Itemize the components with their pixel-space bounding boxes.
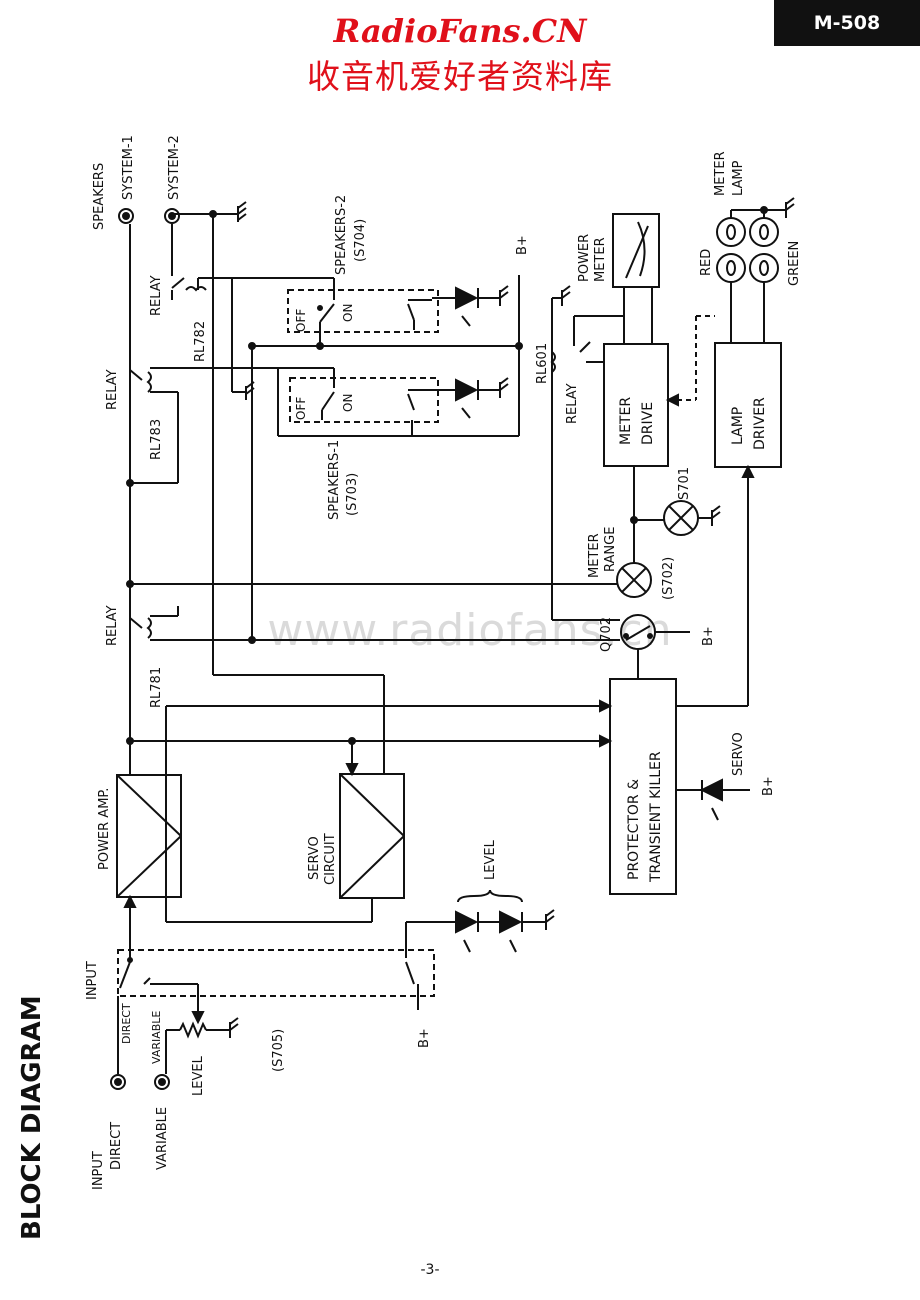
- speaker-terminals: SPEAKERS SYSTEM-1 SYSTEM-2: [92, 135, 182, 230]
- s702-label: (S702): [661, 557, 676, 600]
- meter-drive-label-2: DRIVE: [640, 402, 656, 445]
- watermark-title: RadioFans.CN: [333, 12, 587, 50]
- input-jack-label-1: INPUT: [91, 1151, 106, 1190]
- servo-circuit-block: SERVO CIRCUIT: [307, 773, 405, 899]
- model-number-tag: M-508: [774, 0, 920, 46]
- s704-on-label: ON: [341, 304, 355, 322]
- rl601-label: RL601: [535, 343, 550, 384]
- meter-range-label-1: METER: [587, 533, 602, 578]
- servo-circuit-label-1: SERVO: [307, 836, 322, 880]
- bplus-q702-label: B+: [701, 626, 716, 646]
- watermark-subtitle: 收音机爱好者资料库: [307, 57, 613, 96]
- servo-led: [676, 778, 750, 821]
- speakers1-switch: OFF ON SPEAKERS-1 (S703): [277, 367, 519, 520]
- meter-lamp-label-2: LAMP: [731, 160, 746, 196]
- ground-symbol: [237, 201, 247, 222]
- power-meter-label-1: POWER: [577, 234, 592, 282]
- protector-label-2: TRANSIENT KILLER: [648, 751, 664, 883]
- bplus-input-label: B+: [417, 1028, 432, 1048]
- meter-drive-block: METER DRIVE: [603, 343, 669, 467]
- speakers2-switch: OFF ON SPEAKERS-2 (S704): [287, 195, 439, 346]
- protector-block: PROTECTOR & TRANSIENT KILLER: [609, 678, 677, 895]
- meter-lamp-label-1: METER: [713, 151, 728, 196]
- meter-range-label-2: RANGE: [603, 527, 618, 572]
- input-jack-label-2: DIRECT: [109, 1122, 124, 1170]
- meter-drive-label-1: METER: [618, 397, 634, 445]
- s704-label: (S704): [353, 219, 368, 262]
- relay2-label: RELAY: [149, 275, 164, 316]
- s701-label: S701: [677, 467, 692, 500]
- input-jacks: INPUT DIRECT VARIABLE: [91, 996, 170, 1190]
- lamp-driver-block: LAMP DRIVER: [714, 342, 782, 468]
- meter-range-lamp: [616, 562, 652, 598]
- speakers1-label: SPEAKERS-1: [327, 440, 342, 520]
- ground-symbol: [232, 381, 255, 400]
- meter-lamps: [716, 197, 795, 343]
- diagram-title: BLOCK DIAGRAM: [17, 995, 47, 1240]
- lamp-driver-label-2: DRIVER: [752, 397, 768, 450]
- speakers-label: SPEAKERS: [92, 163, 107, 230]
- bplus-servo-label: B+: [761, 776, 776, 796]
- s703-on-label: ON: [341, 394, 355, 412]
- input-switch: INPUT DIRECT VARIABLE B+: [85, 894, 435, 1064]
- rl781-label: RL781: [149, 667, 164, 708]
- page-number: -3-: [420, 1262, 440, 1278]
- input-switch-label: INPUT: [85, 961, 100, 1000]
- level-pot-label: LEVEL: [191, 1055, 206, 1096]
- rl783-label: RL783: [149, 419, 164, 460]
- servo-label: SERVO: [731, 732, 746, 776]
- speakers2-label: SPEAKERS-2: [334, 195, 349, 275]
- watermark-website: www.radiofans.cn: [267, 605, 673, 656]
- power-meter-label-2: METER: [593, 237, 608, 282]
- power-amp-label: POWER AMP.: [97, 788, 112, 870]
- variable-switch-label: VARIABLE: [150, 1011, 163, 1064]
- system1-label: SYSTEM-1: [121, 135, 136, 200]
- relay4-label: RELAY: [565, 383, 580, 424]
- lamp-driver-label-1: LAMP: [730, 407, 746, 445]
- green-label: GREEN: [787, 241, 802, 286]
- led-speakers2-indicator: [432, 285, 509, 327]
- s701-lamp: [663, 500, 721, 536]
- servo-circuit-label-2: CIRCUIT: [323, 833, 338, 885]
- level-leds: [406, 889, 555, 953]
- power-meter: POWER METER: [577, 213, 660, 288]
- power-amp-block: POWER AMP.: [97, 774, 182, 898]
- relay3-label: RELAY: [105, 605, 120, 646]
- s703-label: (S703): [345, 473, 360, 516]
- protector-label-1: PROTECTOR &: [626, 779, 642, 880]
- direct-label: DIRECT: [120, 1003, 133, 1044]
- variable-jack-label: VARIABLE: [155, 1107, 170, 1170]
- relay1-label: RELAY: [105, 369, 120, 410]
- s705-label: (S705): [271, 1029, 286, 1072]
- s704-off-label: OFF: [294, 309, 308, 332]
- q702-transistor: [620, 614, 690, 650]
- q702-label: Q702: [599, 617, 614, 652]
- level-led-label: LEVEL: [483, 839, 498, 880]
- rl782-label: RL782: [193, 321, 208, 362]
- system2-label: SYSTEM-2: [167, 135, 182, 200]
- level-potentiometer: LEVEL (S705): [165, 1017, 286, 1096]
- s703-off-label: OFF: [294, 397, 308, 420]
- led-speakers1-indicator: [430, 377, 509, 419]
- bplus-top-label: B+: [515, 235, 530, 255]
- red-label: RED: [699, 249, 714, 276]
